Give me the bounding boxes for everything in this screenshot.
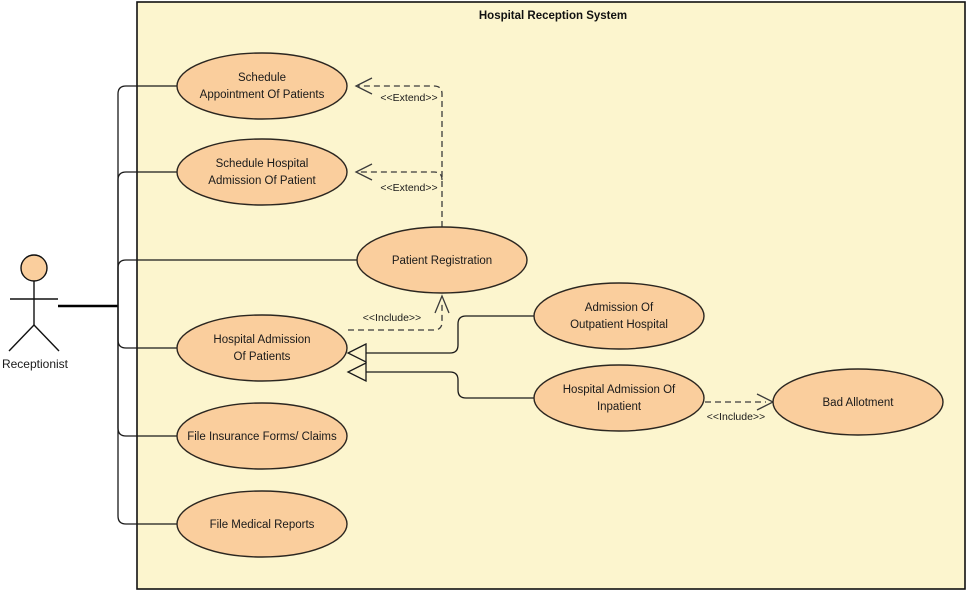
usecase-file-insurance-forms[interactable]: File Insurance Forms/ Claims <box>176 402 348 470</box>
extend-arrowhead-hospital-admission <box>354 163 373 181</box>
include-arrowhead-patient-registration <box>434 294 450 314</box>
usecase-label-line-1: File Insurance Forms/ Claims <box>187 431 337 443</box>
actor-head-icon <box>20 254 48 282</box>
usecase-label-line-1: Hospital Admission Of <box>563 384 676 396</box>
usecase-ellipse <box>772 368 944 436</box>
usecase-ellipse <box>176 138 348 206</box>
usecase-admission-of-outpatient[interactable]: Admission Of Outpatient Hospital <box>533 282 705 350</box>
actor-leg-right <box>33 324 60 352</box>
extend-branch-hospital-admission <box>358 171 443 181</box>
extend-riser <box>358 85 443 227</box>
extend-arrowhead-appointment <box>354 77 373 95</box>
usecase-label-line-2: Inpatient <box>597 401 642 413</box>
extend-label-hospital-admission: <<Extend>> <box>380 182 437 194</box>
usecase-ellipse <box>533 282 705 350</box>
usecase-ellipse <box>176 402 348 470</box>
usecase-bad-allotment[interactable]: Bad Allotment <box>772 368 944 436</box>
usecase-schedule-hospital-admission[interactable]: Schedule Hospital Admission Of Patient <box>176 138 348 206</box>
include-line-patient-registration <box>348 301 443 331</box>
actor-receptionist[interactable]: Receptionist <box>2 254 69 371</box>
usecase-label-line-2: Of Patients <box>234 351 291 363</box>
usecase-label-line-2: Admission Of Patient <box>208 175 316 187</box>
extend-label-appointment: <<Extend>> <box>380 92 437 104</box>
usecase-label-line-1: Admission Of <box>585 302 654 314</box>
usecase-label-line-1: Hospital Admission <box>213 334 310 346</box>
assoc-schedule-hospital-admission[interactable] <box>117 171 177 306</box>
usecase-patient-registration[interactable]: Patient Registration <box>356 226 528 294</box>
usecase-hospital-admission-of-patients[interactable]: Hospital Admission Of Patients <box>176 314 348 382</box>
usecase-label-line-2: Outpatient Hospital <box>570 319 668 331</box>
boundary-title: Hospital Reception System <box>479 10 627 22</box>
include-label-patient-registration: <<Include>> <box>363 312 421 324</box>
usecase-ellipse <box>176 52 348 120</box>
assoc-file-medical-reports[interactable] <box>117 306 177 525</box>
usecase-ellipse <box>533 364 705 432</box>
usecase-ellipse <box>176 314 348 382</box>
usecase-label-line-1: Schedule Hospital <box>216 158 309 170</box>
generalization-head-inpatient <box>346 361 367 383</box>
assoc-patient-registration[interactable] <box>117 259 357 306</box>
usecase-label-line-1: Bad Allotment <box>823 397 895 409</box>
generalization-head-outpatient <box>346 342 367 364</box>
generalization-line-inpatient <box>366 371 534 399</box>
usecase-ellipse <box>176 490 348 558</box>
usecase-label-line-2: Appointment Of Patients <box>200 89 325 101</box>
include-label-bad-allotment: <<Include>> <box>707 411 765 423</box>
actor-label: Receptionist <box>2 357 69 371</box>
assoc-schedule-appointment[interactable] <box>117 85 177 306</box>
usecase-label-line-1: File Medical Reports <box>210 519 315 531</box>
usecase-schedule-appointment[interactable]: Schedule Appointment Of Patients <box>176 52 348 120</box>
usecase-label-line-1: Patient Registration <box>392 255 492 267</box>
usecase-label-line-1: Schedule <box>238 72 286 84</box>
usecase-hospital-admission-inpatient[interactable]: Hospital Admission Of Inpatient <box>533 364 705 432</box>
usecase-ellipse <box>356 226 528 294</box>
generalization-line-outpatient <box>366 315 534 354</box>
actor-leg-left <box>8 324 35 352</box>
usecase-file-medical-reports[interactable]: File Medical Reports <box>176 490 348 558</box>
